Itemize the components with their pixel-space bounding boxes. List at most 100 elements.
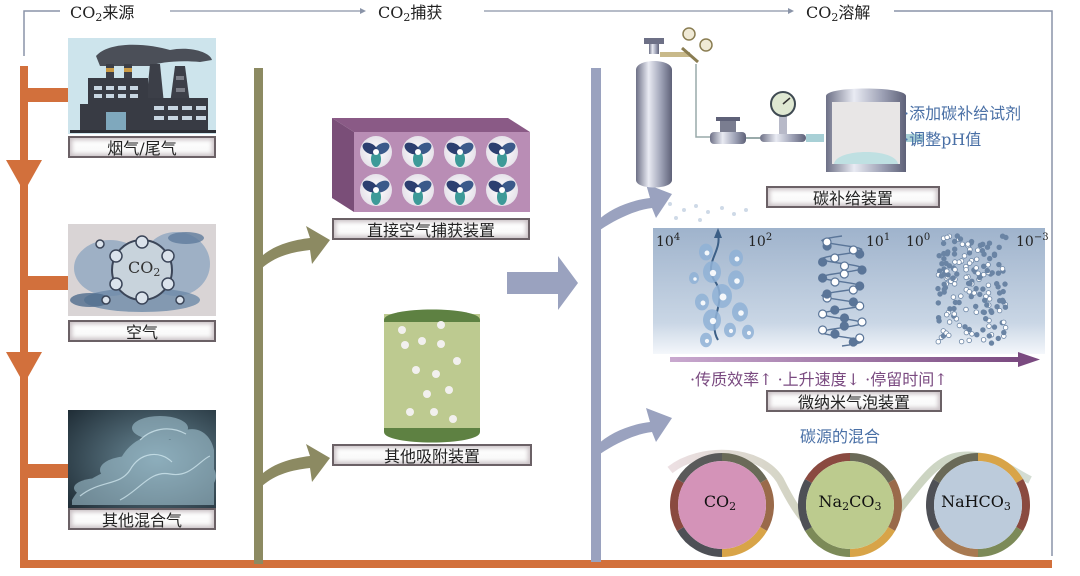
bubble: [985, 290, 992, 296]
bubble: [969, 331, 975, 337]
source-label-mixed-gas: 其他混合气: [68, 508, 216, 530]
bubble-highlight: [704, 338, 710, 344]
fan-icon: [360, 174, 392, 206]
bubble: [965, 241, 971, 247]
fan-icon: [360, 136, 392, 168]
bubble: [980, 309, 986, 315]
bubble: [977, 291, 983, 298]
scale-label: 104: [656, 232, 680, 250]
bubble: [974, 332, 980, 338]
bubble-highlight: [719, 293, 727, 301]
bubble-highlight: [693, 277, 697, 281]
bubble: [855, 249, 865, 259]
stage-label-text: 溶解: [838, 3, 871, 22]
scale-exponent: 4: [673, 232, 681, 243]
stage-label-capture: CO2捕获: [372, 2, 449, 29]
bubble: [971, 290, 977, 296]
note-add-reagent: ·添加碳补给试剂: [904, 104, 1022, 123]
bubble: [857, 265, 867, 275]
bubble: [984, 302, 990, 308]
fan-icon: [486, 136, 518, 168]
bubble: [817, 273, 828, 283]
bubble: [830, 253, 840, 263]
bubble: [956, 322, 963, 329]
capture-label-adsorption: 其他吸附装置: [332, 444, 532, 466]
bubble: [977, 242, 984, 248]
subscript: 2: [831, 11, 839, 24]
bubble: [857, 317, 867, 327]
bubble: [961, 253, 968, 259]
bubble: [995, 335, 1001, 342]
scale-base: 10: [748, 234, 766, 250]
scale-base: 10: [656, 234, 674, 250]
bubble: [935, 300, 941, 306]
bubble: [950, 275, 956, 281]
bubble: [995, 270, 1002, 276]
bubble: [855, 281, 865, 291]
scale-label: 10−3: [1016, 232, 1049, 250]
ring-segment: [888, 479, 902, 531]
fan-icon: [444, 136, 476, 168]
bubble: [940, 240, 947, 247]
stage-label-text: 捕获: [410, 3, 443, 22]
ring-segment: [932, 526, 979, 557]
bubble: [946, 263, 953, 269]
scale-exponent: 0: [923, 232, 931, 243]
bubble-highlight: [734, 256, 740, 262]
mix-circle-fill: [934, 461, 1022, 549]
bubble-highlight: [738, 310, 744, 316]
ring-segment: [977, 526, 1024, 557]
bubble: [991, 324, 998, 330]
ring-segment: [721, 526, 768, 557]
bubble: [952, 246, 958, 252]
bubble: [966, 289, 972, 295]
bubble: [999, 233, 1006, 239]
bubble: [945, 272, 951, 278]
bubble: [975, 247, 981, 253]
bubble: [839, 261, 850, 271]
bubble: [855, 301, 865, 311]
bubble: [959, 241, 966, 247]
header-flow-line: [23, 8, 1053, 556]
bubble: [973, 309, 979, 315]
ring-segment: [1016, 479, 1030, 531]
bubble: [968, 293, 974, 300]
bubble: [944, 312, 950, 318]
bubble: [848, 245, 859, 255]
ring-segment: [676, 526, 723, 557]
bubble: [980, 337, 987, 343]
bubble: [996, 261, 1002, 268]
bubble: [855, 333, 865, 343]
bubble: [994, 304, 1000, 310]
source-flow: [6, 66, 1052, 568]
bubble: [946, 319, 953, 325]
bubble: [986, 296, 993, 302]
mix-circle-co2: [670, 453, 774, 557]
scale-base: 10: [906, 234, 924, 250]
bubble: [966, 260, 973, 266]
ring-segment: [670, 479, 684, 531]
bubble: [1001, 319, 1007, 325]
bubble-highlight: [709, 317, 717, 325]
carbon-supply-apparatus: [710, 88, 924, 172]
smoke-icon: [68, 410, 216, 508]
bubble: [958, 338, 965, 345]
bubble: [994, 281, 1000, 287]
bubble: [1000, 288, 1006, 295]
formula-text: NaHCO: [941, 492, 1004, 511]
stage-label-text: CO: [378, 3, 404, 22]
bubble: [951, 238, 958, 245]
bubble: [941, 286, 947, 293]
bubble: [966, 337, 972, 344]
bubble: [1001, 329, 1007, 336]
stage-label-dissolve: CO2溶解: [800, 2, 877, 29]
dissolve-flow: [591, 68, 672, 562]
ring-segment: [804, 453, 851, 484]
bubble-highlight: [734, 278, 740, 284]
stage-label-text: CO: [70, 3, 96, 22]
note-adjust-ph: ·调整pH值: [904, 130, 982, 149]
bubble: [952, 299, 959, 306]
bubble: [935, 339, 941, 345]
bubble: [951, 311, 957, 317]
